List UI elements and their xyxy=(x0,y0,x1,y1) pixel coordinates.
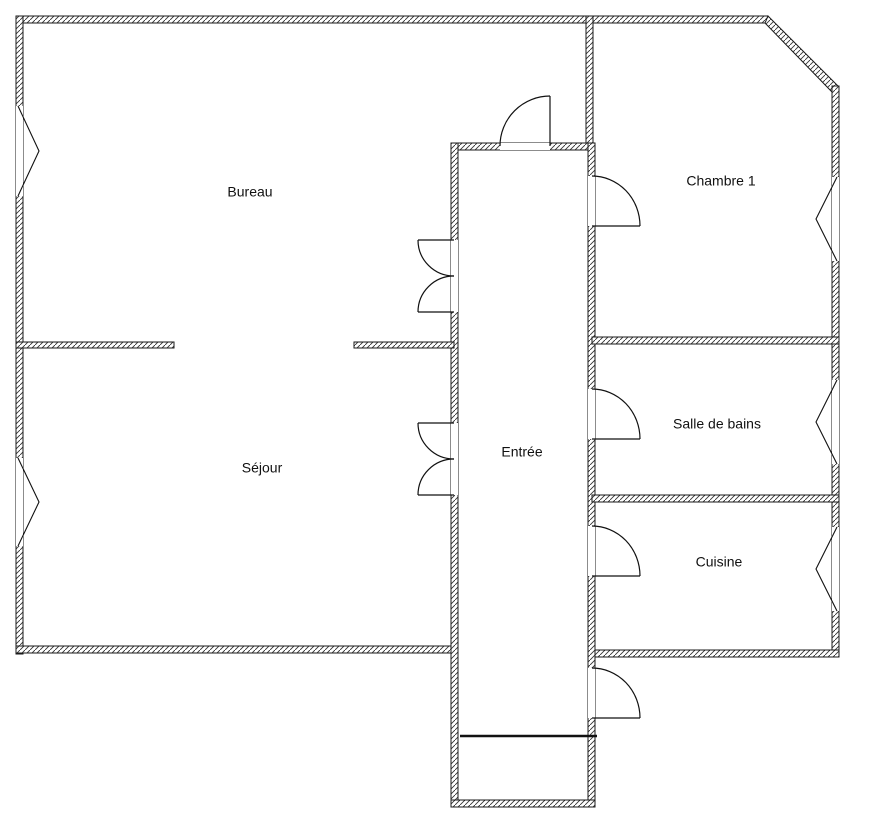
opening-corridor-bottom-door xyxy=(588,668,595,718)
walls xyxy=(15,15,840,808)
window-salle-de-bains xyxy=(815,379,838,465)
corridor-bottom xyxy=(450,799,596,808)
door-corridor-top xyxy=(499,95,551,147)
opening-right-chambre xyxy=(832,177,839,261)
opening-partition-top-door xyxy=(500,143,550,150)
opening-corridor-cuisine xyxy=(588,526,595,576)
room-label-bureau: Bureau xyxy=(227,184,272,200)
wall-top-left xyxy=(15,15,593,24)
partition-bureau-sejour-left xyxy=(15,341,175,349)
room-labels: Bureau Séjour Entrée Chambre 1 Salle de … xyxy=(227,173,761,570)
room-label-entree: Entrée xyxy=(501,444,542,460)
door-cuisine xyxy=(591,525,641,577)
opening-right-cuisine xyxy=(832,527,839,611)
opening-corridor-double-bureau xyxy=(451,240,458,312)
partition-bureau-sejour-right xyxy=(353,341,455,349)
wall-chamfer xyxy=(764,15,839,93)
wall-bottom-left xyxy=(15,645,455,654)
doors xyxy=(417,95,641,719)
opening-corridor-double-sejour xyxy=(451,423,458,495)
window-cuisine xyxy=(815,526,838,612)
opening-left-bureau xyxy=(16,106,23,196)
partition-sdb-cuisine xyxy=(591,494,840,503)
double-door-bureau xyxy=(417,239,455,313)
door-lower-right xyxy=(591,667,641,719)
wall-bottom-right xyxy=(591,649,840,658)
opening-right-sdb xyxy=(832,380,839,464)
window-bureau xyxy=(17,105,40,197)
room-label-chambre1: Chambre 1 xyxy=(686,173,755,189)
room-label-sejour: Séjour xyxy=(242,460,283,476)
wall-openings xyxy=(16,106,839,718)
wall-left xyxy=(15,15,24,655)
windows xyxy=(17,105,838,612)
opening-left-sejour xyxy=(16,458,23,546)
double-door-sejour xyxy=(417,422,455,496)
door-salle-de-bains xyxy=(591,388,641,440)
door-chambre1 xyxy=(591,175,641,227)
partition-chambre-sdb xyxy=(591,336,840,345)
window-sejour xyxy=(17,457,40,547)
room-label-cuisine: Cuisine xyxy=(696,554,743,570)
window-chambre1 xyxy=(815,176,838,262)
opening-corridor-sdb xyxy=(588,389,595,439)
room-label-salle-de-bains: Salle de bains xyxy=(673,416,761,432)
opening-corridor-chambre xyxy=(588,176,595,226)
wall-top-right xyxy=(585,15,769,24)
wall-partition-upper xyxy=(585,15,594,147)
